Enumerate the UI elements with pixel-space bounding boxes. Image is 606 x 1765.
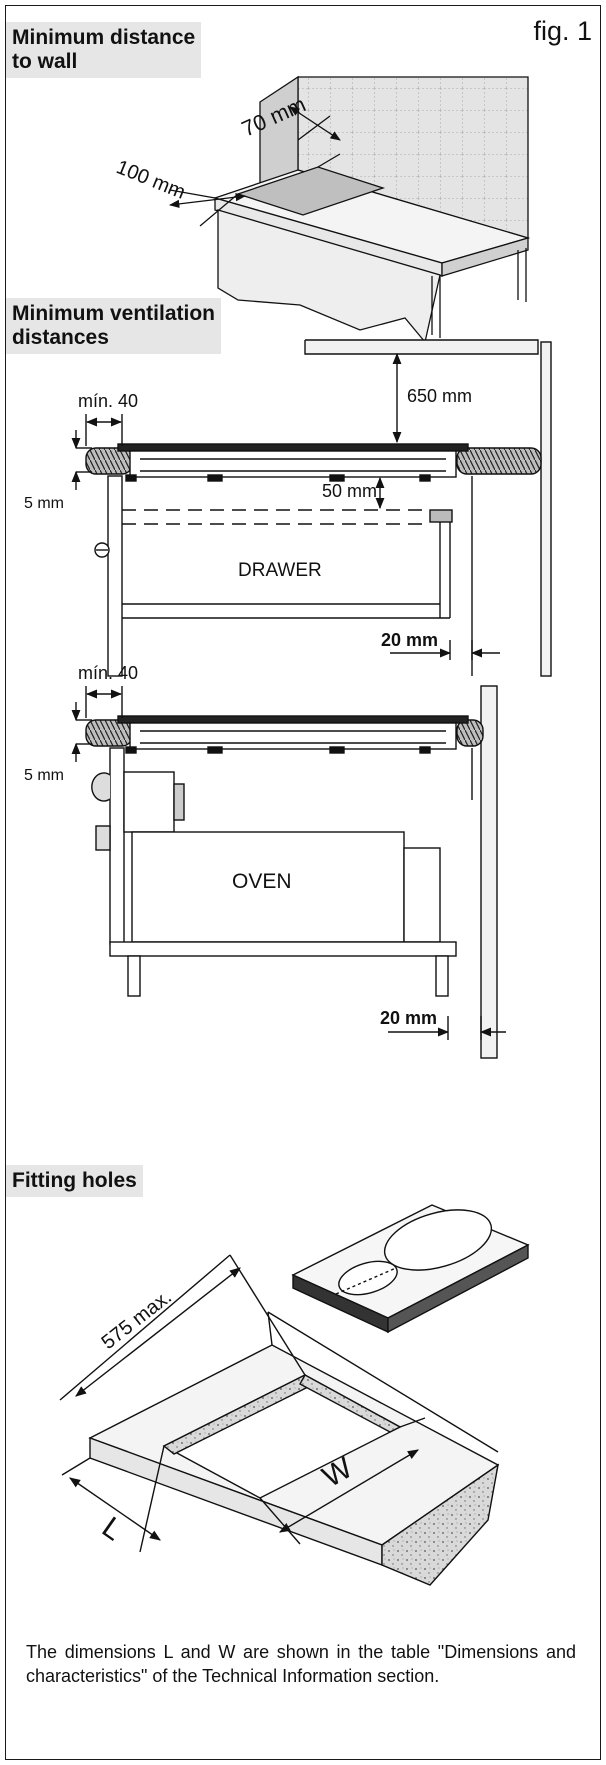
figure-frame — [5, 5, 601, 1760]
hob-zone-large — [383, 1209, 493, 1271]
cabinet-front-left — [107, 475, 123, 677]
drawer-diagram — [71, 339, 552, 677]
hob-body — [129, 450, 457, 478]
control-box — [123, 771, 175, 833]
dim-oven-5: 5 mm — [24, 767, 64, 784]
countertop-left — [85, 447, 133, 475]
dim-l: L — [96, 1511, 129, 1548]
hob-glass — [117, 443, 469, 452]
dim-575: 575 max. — [98, 1286, 176, 1354]
dim-oven-min: mín. 40 — [78, 663, 138, 683]
wall-right — [540, 341, 552, 677]
dim-drawer-50: 50 mm — [322, 481, 377, 501]
drawer-label: DRAWER — [238, 560, 322, 581]
dim-drawer-650: 650 mm — [407, 386, 472, 406]
upper-cabinet — [304, 339, 539, 355]
wall-right-oven — [480, 685, 498, 1059]
countertop-right — [456, 447, 542, 475]
cabinet-front — [217, 209, 441, 344]
dim-wall-side: 100 mm — [113, 156, 188, 203]
wall-diagram — [168, 75, 531, 344]
hob-cutout — [235, 166, 386, 216]
figure-label: fig. 1 — [533, 16, 592, 46]
worktop-edge-right — [381, 1463, 499, 1586]
caption-text: The dimensions L and W are shown in the … — [26, 1642, 576, 1686]
section-title-fitting: Fitting holes — [6, 1165, 143, 1197]
countertop-side — [441, 237, 529, 277]
oven-side-panel — [109, 747, 125, 945]
dim-oven-20: 20 mm — [380, 1008, 437, 1028]
dim-drawer-min: mín. 40 — [78, 391, 138, 411]
dim-drawer-5: 5 mm — [24, 495, 64, 512]
oven-label: OVEN — [232, 870, 292, 893]
section-title-wall: Minimum distance to wall — [6, 22, 202, 78]
oven-back — [403, 847, 441, 943]
fitting-diagram — [59, 1204, 530, 1586]
plinth — [109, 941, 457, 957]
dim-drawer-20: 20 mm — [381, 630, 438, 650]
section-title-ventilation: Minimum ventilation distances — [6, 298, 222, 354]
oven-diagram — [71, 685, 506, 1059]
